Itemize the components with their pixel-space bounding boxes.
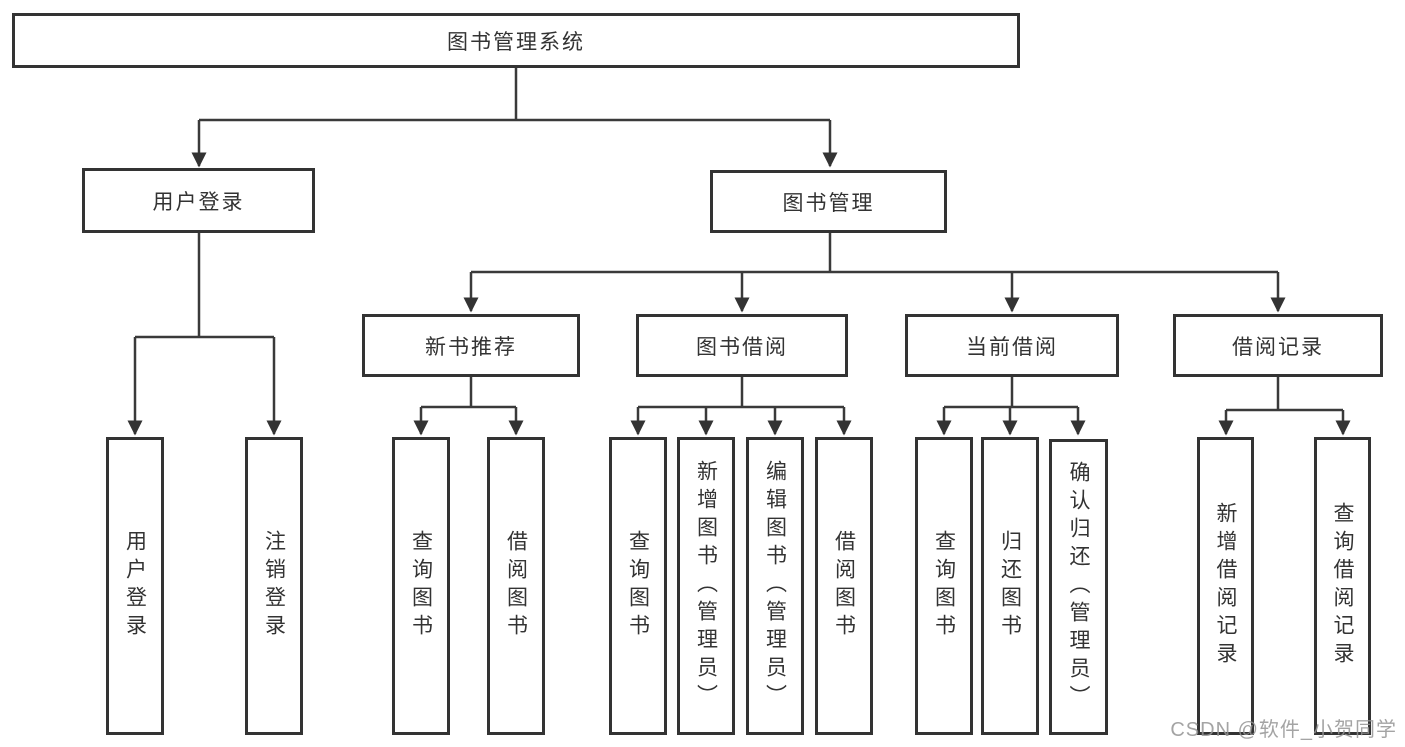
node-user-login: 用户登录 [82,168,315,233]
node-current-borrow: 当前借阅 [905,314,1119,377]
leaf-bb-borrow-books: 借阅图书 [815,437,873,735]
leaf-cb-return-books: 归还图书 [981,437,1039,735]
connector-user-login-split [135,233,274,339]
node-book-management: 图书管理 [710,170,947,233]
connector-borrow-record-split [1226,377,1343,412]
connector-root-split [199,68,830,122]
node-borrow-record: 借阅记录 [1173,314,1383,377]
leaf-bb-edit-books-admin: 编辑图书（管理员） [746,437,804,735]
node-root: 图书管理系统 [12,13,1020,68]
leaf-user-login: 用户登录 [106,437,164,735]
leaf-cb-query-books: 查询图书 [915,437,973,735]
connector-book-borrow-split [638,377,844,409]
leaf-nb-query-books: 查询图书 [392,437,450,735]
csdn-watermark: CSDN @软件_小贺同学 [1170,719,1397,741]
connector-book-management-split [471,233,1278,274]
leaf-bb-add-books-admin: 新增图书（管理员） [677,437,735,735]
leaf-bb-query-books: 查询图书 [609,437,667,735]
leaf-cb-confirm-return-admin: 确认归还（管理员） [1049,439,1108,735]
connector-new-book-split [421,377,516,409]
node-book-borrow: 图书借阅 [636,314,848,377]
leaf-br-add-record: 新增借阅记录 [1197,437,1254,735]
leaf-br-query-record: 查询借阅记录 [1314,437,1371,735]
connector-current-borrow-split [944,377,1078,409]
leaf-nb-borrow-books: 借阅图书 [487,437,545,735]
node-new-book-recommend: 新书推荐 [362,314,580,377]
leaf-logout: 注销登录 [245,437,303,735]
